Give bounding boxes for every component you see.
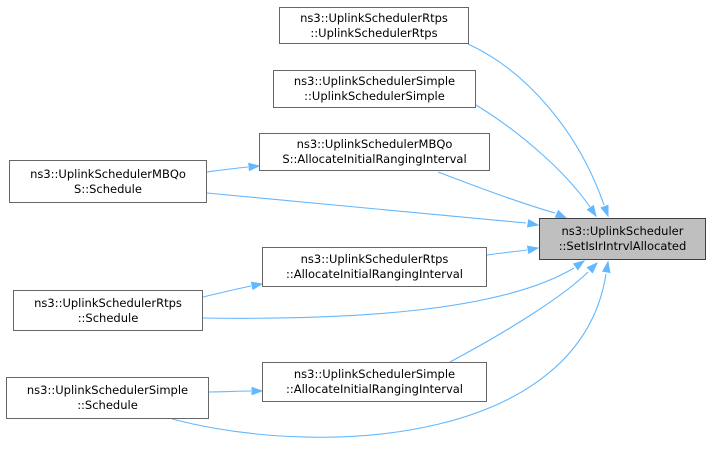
edge-simple-alloc-to-target xyxy=(449,271,589,363)
node-simple-schedule[interactable]: ns3::UplinkSchedulerSimple ::Schedule xyxy=(6,377,209,419)
edge-rtps-constructor-to-target xyxy=(467,43,605,206)
edge-mbqos-schedule-to-mbqos-alloc xyxy=(206,166,249,173)
edge-mbqos-schedule-to-target xyxy=(206,192,527,224)
edge-rtps-alloc-to-target-arrowhead xyxy=(526,245,540,255)
node-label-line1: ns3::UplinkSchedulerRtps xyxy=(300,252,449,266)
node-rtps-allocate-initial-ranging-interval[interactable]: ns3::UplinkSchedulerRtps ::AllocateIniti… xyxy=(262,247,487,287)
node-label-line1: ns3::UplinkScheduler xyxy=(561,224,684,238)
node-simple-allocate-initial-ranging-interval[interactable]: ns3::UplinkSchedulerSimple ::AllocateIni… xyxy=(262,362,487,402)
edge-mbqos-alloc-to-target xyxy=(437,171,556,214)
edge-rtps-schedule-to-target xyxy=(202,267,575,319)
node-label-line1: ns3::UplinkSchedulerRtps xyxy=(34,295,182,310)
node-label-line2: ::UplinkSchedulerSimple xyxy=(304,89,445,103)
node-label-line2: S::Schedule xyxy=(74,181,142,196)
node-rtps-schedule[interactable]: ns3::UplinkSchedulerRtps ::Schedule xyxy=(13,290,203,331)
edge-simple-constructor-to-target xyxy=(475,104,591,208)
node-label-line1: ns3::UplinkSchedulerMBQo xyxy=(30,166,186,181)
node-label-line1: ns3::UplinkSchedulerSimple xyxy=(293,367,456,381)
edge-simple-schedule-to-target xyxy=(171,273,607,438)
edge-rtps-schedule-to-target-arrowhead xyxy=(572,260,586,271)
edge-mbqos-schedule-to-target-arrowhead xyxy=(526,219,540,228)
edge-mbqos-schedule-to-mbqos-alloc-arrowhead xyxy=(248,162,261,172)
edge-rtps-alloc-to-target xyxy=(486,249,528,256)
node-label-line1: ns3::UplinkSchedulerMBQo xyxy=(296,137,453,151)
node-label-line2: ::UplinkSchedulerRtps xyxy=(310,25,438,40)
node-set-is-ir-intrvl-allocated: ns3::UplinkScheduler ::SetIsIrIntrvlAllo… xyxy=(539,218,706,260)
node-label-line2: ::AllocateInitialRangingInterval xyxy=(285,382,463,396)
node-mbqos-schedule[interactable]: ns3::UplinkSchedulerMBQo S::Schedule xyxy=(9,160,207,203)
edge-rtps-schedule-to-rtps-alloc-arrowhead xyxy=(250,281,264,291)
edge-simple-schedule-to-simple-alloc xyxy=(208,390,252,393)
node-label-line2: ::Schedule xyxy=(77,398,138,412)
node-label-line1: ns3::UplinkSchedulerSimple xyxy=(293,74,456,88)
edge-simple-schedule-to-simple-alloc-arrowhead xyxy=(251,386,264,396)
edge-simple-alloc-to-target-arrowhead xyxy=(586,261,599,274)
edge-rtps-constructor-to-target-arrowhead xyxy=(600,204,609,218)
node-label-line1: ns3::UplinkSchedulerRtps xyxy=(300,10,448,25)
node-mbqos-allocate-initial-ranging-interval[interactable]: ns3::UplinkSchedulerMBQo S::AllocateInit… xyxy=(259,133,490,171)
node-label-line2: ::Schedule xyxy=(77,310,139,325)
node-label-line2: ::SetIsIrIntrvlAllocated xyxy=(558,239,687,253)
edge-simple-constructor-to-target-arrowhead xyxy=(586,204,597,218)
node-label-line1: ns3::UplinkSchedulerSimple xyxy=(26,383,189,397)
node-label-line2: S::AllocateInitialRangingInterval xyxy=(282,152,467,166)
node-simple-constructor[interactable]: ns3::UplinkSchedulerSimple ::UplinkSched… xyxy=(273,70,476,108)
node-label-line2: ::AllocateInitialRangingInterval xyxy=(285,267,463,281)
edge-rtps-schedule-to-rtps-alloc xyxy=(202,285,252,298)
edge-mbqos-alloc-to-target-arrowhead xyxy=(554,209,568,219)
node-rtps-constructor[interactable]: ns3::UplinkSchedulerRtps ::UplinkSchedul… xyxy=(279,7,469,44)
edge-simple-schedule-to-target-arrowhead xyxy=(602,260,611,274)
